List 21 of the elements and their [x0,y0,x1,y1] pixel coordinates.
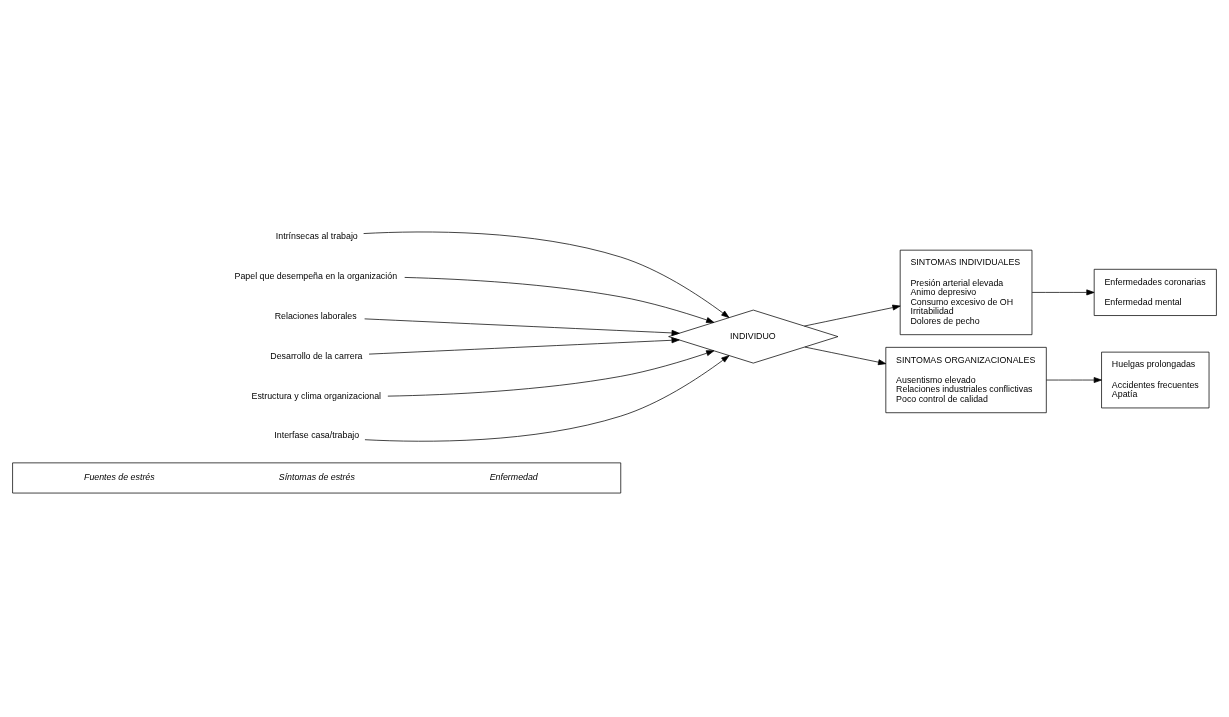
node-box: Fuentes de estrés Síntomas de estrés Enfermedad [12,462,622,494]
node-box: Huelgas prolongadas Accidentes frecuentes Apatía [1101,351,1210,409]
node-text: Desarrollo de la carrera [270,350,363,361]
arrow [804,346,887,366]
node-text: Interfase casa/trabajo [274,430,360,441]
arrow [364,318,680,336]
arrow [363,231,730,318]
node-text: Intrínsecas al trabajo [275,231,358,242]
node-text: Relaciones laborales [274,311,357,321]
arrow [364,355,730,442]
arrow [804,304,901,327]
node-text: Papel que desempeña en la organización [234,271,398,282]
arrow [404,277,715,323]
arrow [368,337,680,355]
arrow [1046,377,1102,383]
node-box: SINTOMAS ORGANIZACIONALES Ausentismo elevado Relaciones industriales conflictivas Poco control de calidad [885,347,1047,414]
node-box: SINTOMAS INDIVIDUALES Presión arterial elevada Animo depresivo Consumo excesivo de OH Irritabilidad Dolores de pecho [899,249,1033,336]
node-text: Estructura y clima organizacional [251,390,382,401]
node-box: Enfermedades coronarias Enfermedad mental [1093,268,1217,316]
arrow [387,350,715,397]
arrow [1031,289,1095,296]
